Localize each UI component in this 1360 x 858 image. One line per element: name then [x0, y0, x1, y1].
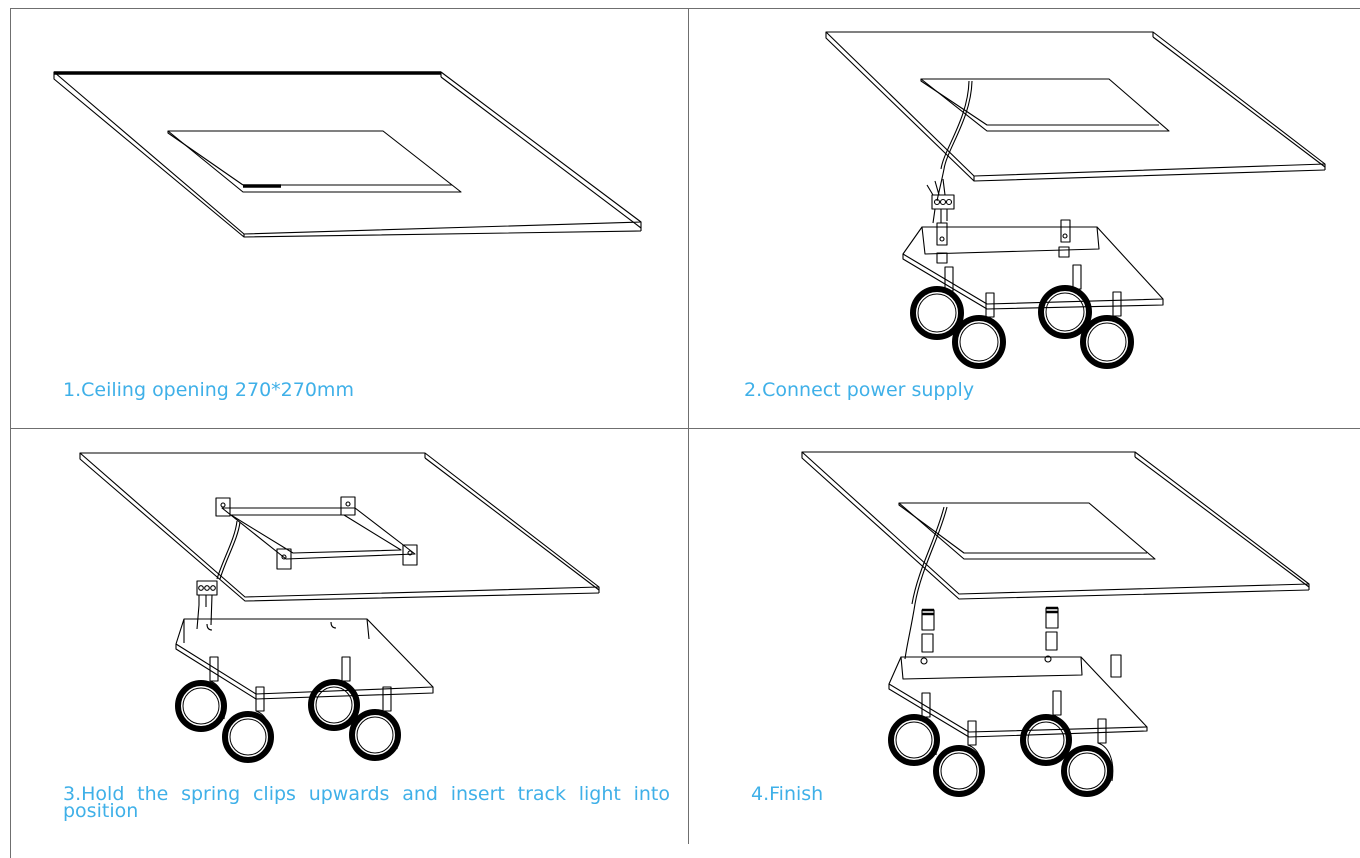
- grid-divider-horizontal: [10, 428, 1360, 429]
- ceiling-opening-illustration: [53, 71, 642, 238]
- step-4-panel: 4.Finish: [689, 429, 1360, 844]
- spotlight-heads: [888, 714, 1114, 797]
- spotlight-heads: [175, 679, 401, 763]
- step-4-caption: 4.Finish: [751, 783, 824, 805]
- insert-track-light-illustration: [79, 452, 600, 763]
- step-3-panel: 3.Hold the spring clips upwards and inse…: [11, 429, 687, 844]
- step-1-panel: 1.Ceiling opening 270*270mm: [11, 9, 687, 427]
- grid-divider-vertical: [688, 8, 689, 844]
- step-1-caption: 1.Ceiling opening 270*270mm: [63, 379, 354, 401]
- step-2-caption: 2.Connect power supply: [744, 379, 975, 401]
- step-3-caption: 3.Hold the spring clips upwards and inse…: [63, 783, 670, 822]
- step-2-panel: 2.Connect power supply: [689, 9, 1360, 427]
- spotlight-heads: [910, 285, 1134, 369]
- diagram-frame: [10, 8, 1360, 858]
- connect-power-illustration: [825, 31, 1326, 369]
- finished-installation-illustration: [801, 451, 1310, 797]
